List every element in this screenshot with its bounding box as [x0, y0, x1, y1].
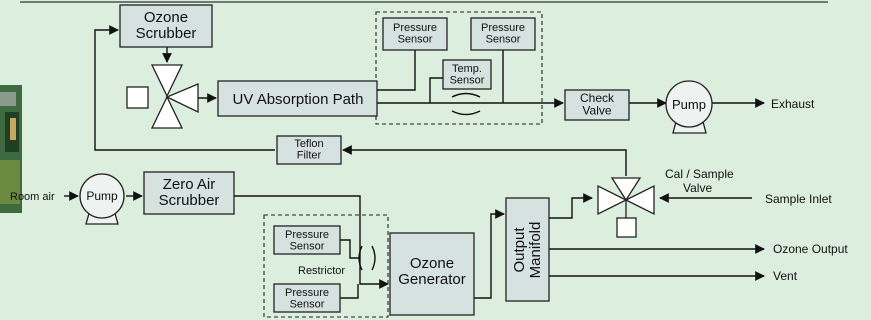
device-image: [0, 85, 22, 213]
uv-absorption-path: UV Absorption Path: [217, 80, 378, 117]
room-air-label: Room air: [10, 191, 55, 203]
sensor-enclosure-bottom: [263, 214, 389, 318]
pump-bottom: Pump: [79, 173, 125, 225]
cal-valve-actuator: [616, 217, 637, 238]
pump-top: Pump: [665, 80, 713, 134]
three-way-valve-top: [126, 64, 199, 129]
vent-label: Vent: [773, 269, 798, 283]
exhaust-label: Exhaust: [771, 97, 815, 111]
temp-sensor-label: Temp.Sensor: [450, 63, 485, 87]
restrictor-label: Restrictor: [298, 265, 345, 277]
output-manifold-label: OutputManifold: [511, 222, 544, 279]
output-manifold: OutputManifold: [505, 197, 550, 302]
valve-actuator: [126, 86, 149, 109]
flow-lines: [64, 25, 765, 299]
sample-inlet-label: Sample Inlet: [765, 192, 832, 206]
pump-bottom-label: Pump: [86, 189, 118, 203]
uv-absorption-path-label: UV Absorption Path: [233, 91, 364, 108]
sensor-enclosure-top: [375, 11, 543, 125]
temp-sensor: Temp.Sensor: [442, 59, 492, 90]
ozone-output-label: Ozone Output: [773, 242, 848, 256]
pump-top-label: Pump: [672, 97, 706, 112]
